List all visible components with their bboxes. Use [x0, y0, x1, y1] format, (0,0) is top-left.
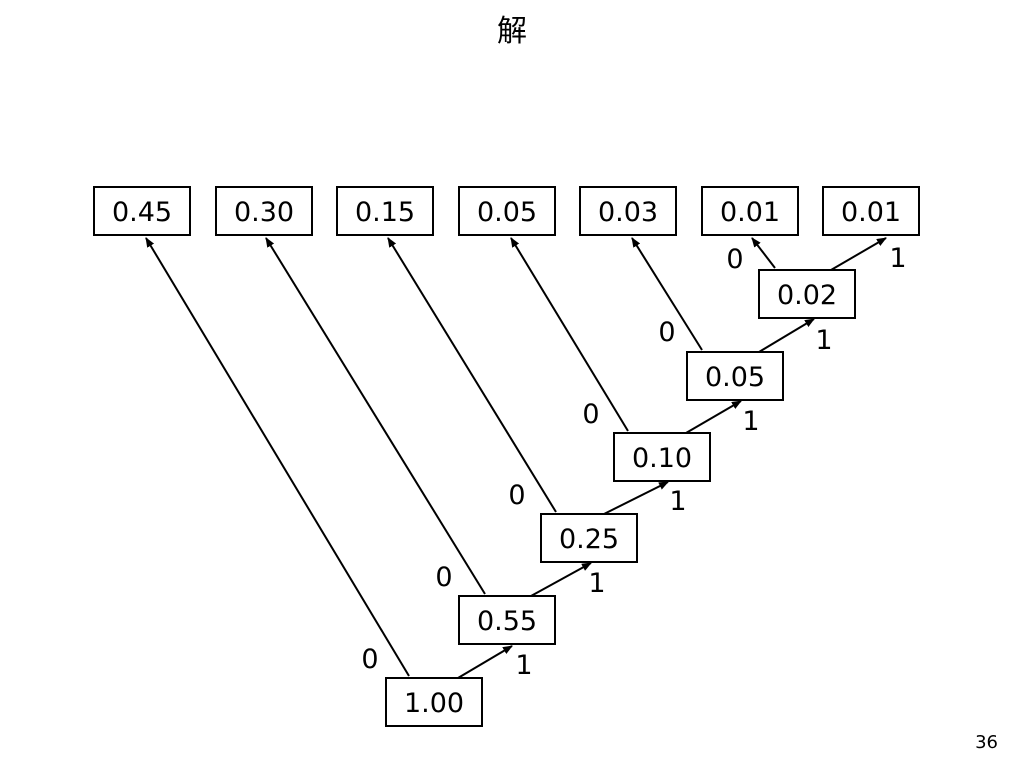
edge-label-one-3: 1: [742, 406, 759, 437]
leaf-node-0: 0.45: [93, 186, 191, 236]
leaf-node-3-frame: [458, 186, 556, 236]
leaf-node-6-frame: [822, 186, 920, 236]
internal-node-4-value: 0.05: [705, 362, 765, 393]
internal-node-0: 1.00: [385, 677, 483, 727]
leaf-node-2: 0.15: [336, 186, 434, 236]
leaf-node-4: 0.03: [579, 186, 677, 236]
internal-node-2-frame: [540, 513, 638, 563]
edge-one-0: [457, 645, 513, 679]
edge-label-zero-3: 0: [582, 399, 599, 430]
internal-node-0-frame: [385, 677, 483, 727]
edge-label-one-0: 1: [515, 650, 532, 681]
edge-one-2: [603, 481, 669, 515]
leaf-node-6: 0.01: [822, 186, 920, 236]
internal-node-3: 0.10: [613, 432, 711, 482]
leaf-node-6-value: 0.01: [841, 197, 901, 228]
edge-label-zero-4: 0: [658, 317, 675, 348]
edge-label-zero-0: 0: [361, 644, 378, 675]
leaf-node-4-value: 0.03: [598, 197, 658, 228]
leaf-node-3-value: 0.05: [477, 197, 537, 228]
edge-zero-5: [751, 237, 776, 269]
edge-zero-0: [145, 237, 410, 677]
edge-label-one-1: 1: [588, 568, 605, 599]
internal-node-5-frame: [758, 269, 856, 319]
leaf-node-3: 0.05: [458, 186, 556, 236]
page-number: 36: [975, 732, 998, 753]
edge-one-4: [758, 318, 815, 353]
edge-one-3: [685, 400, 742, 434]
leaf-node-1: 0.30: [215, 186, 313, 236]
leaf-node-0-value: 0.45: [112, 197, 172, 228]
internal-node-1: 0.55: [458, 595, 556, 645]
internal-node-2: 0.25: [540, 513, 638, 563]
edge-label-one-4: 1: [815, 325, 832, 356]
edge-zero-1: [265, 237, 486, 595]
internal-node-3-value: 0.10: [632, 443, 692, 474]
internal-node-1-value: 0.55: [477, 606, 537, 637]
edge-label-zero-1: 0: [435, 562, 452, 593]
internal-node-4-frame: [686, 351, 784, 401]
leaf-node-0-frame: [93, 186, 191, 236]
leaf-node-2-frame: [336, 186, 434, 236]
internal-node-1-frame: [458, 595, 556, 645]
internal-node-5: 0.02: [758, 269, 856, 319]
edge-label-zero-2: 0: [508, 480, 525, 511]
leaf-node-2-value: 0.15: [355, 197, 415, 228]
edge-zero-3: [510, 237, 629, 432]
internal-node-0-value: 1.00: [404, 688, 464, 719]
leaf-node-4-frame: [579, 186, 677, 236]
leaf-node-5-value: 0.01: [720, 197, 780, 228]
internal-node-2-value: 0.25: [559, 524, 619, 555]
leaf-node-1-frame: [215, 186, 313, 236]
edge-one-5: [830, 237, 887, 271]
leaf-node-1-value: 0.30: [234, 197, 294, 228]
internal-node-5-value: 0.02: [777, 280, 837, 311]
edge-zero-2: [387, 237, 557, 513]
edge-zero-4: [631, 237, 703, 351]
leaf-node-5: 0.01: [701, 186, 799, 236]
edge-label-zero-5: 0: [726, 244, 743, 275]
internal-node-4: 0.05: [686, 351, 784, 401]
edge-label-one-2: 1: [669, 486, 686, 517]
edge-one-1: [530, 562, 592, 597]
leaf-node-5-frame: [701, 186, 799, 236]
internal-node-3-frame: [613, 432, 711, 482]
edge-label-one-5: 1: [889, 243, 906, 274]
slide-title: 解: [497, 14, 527, 49]
